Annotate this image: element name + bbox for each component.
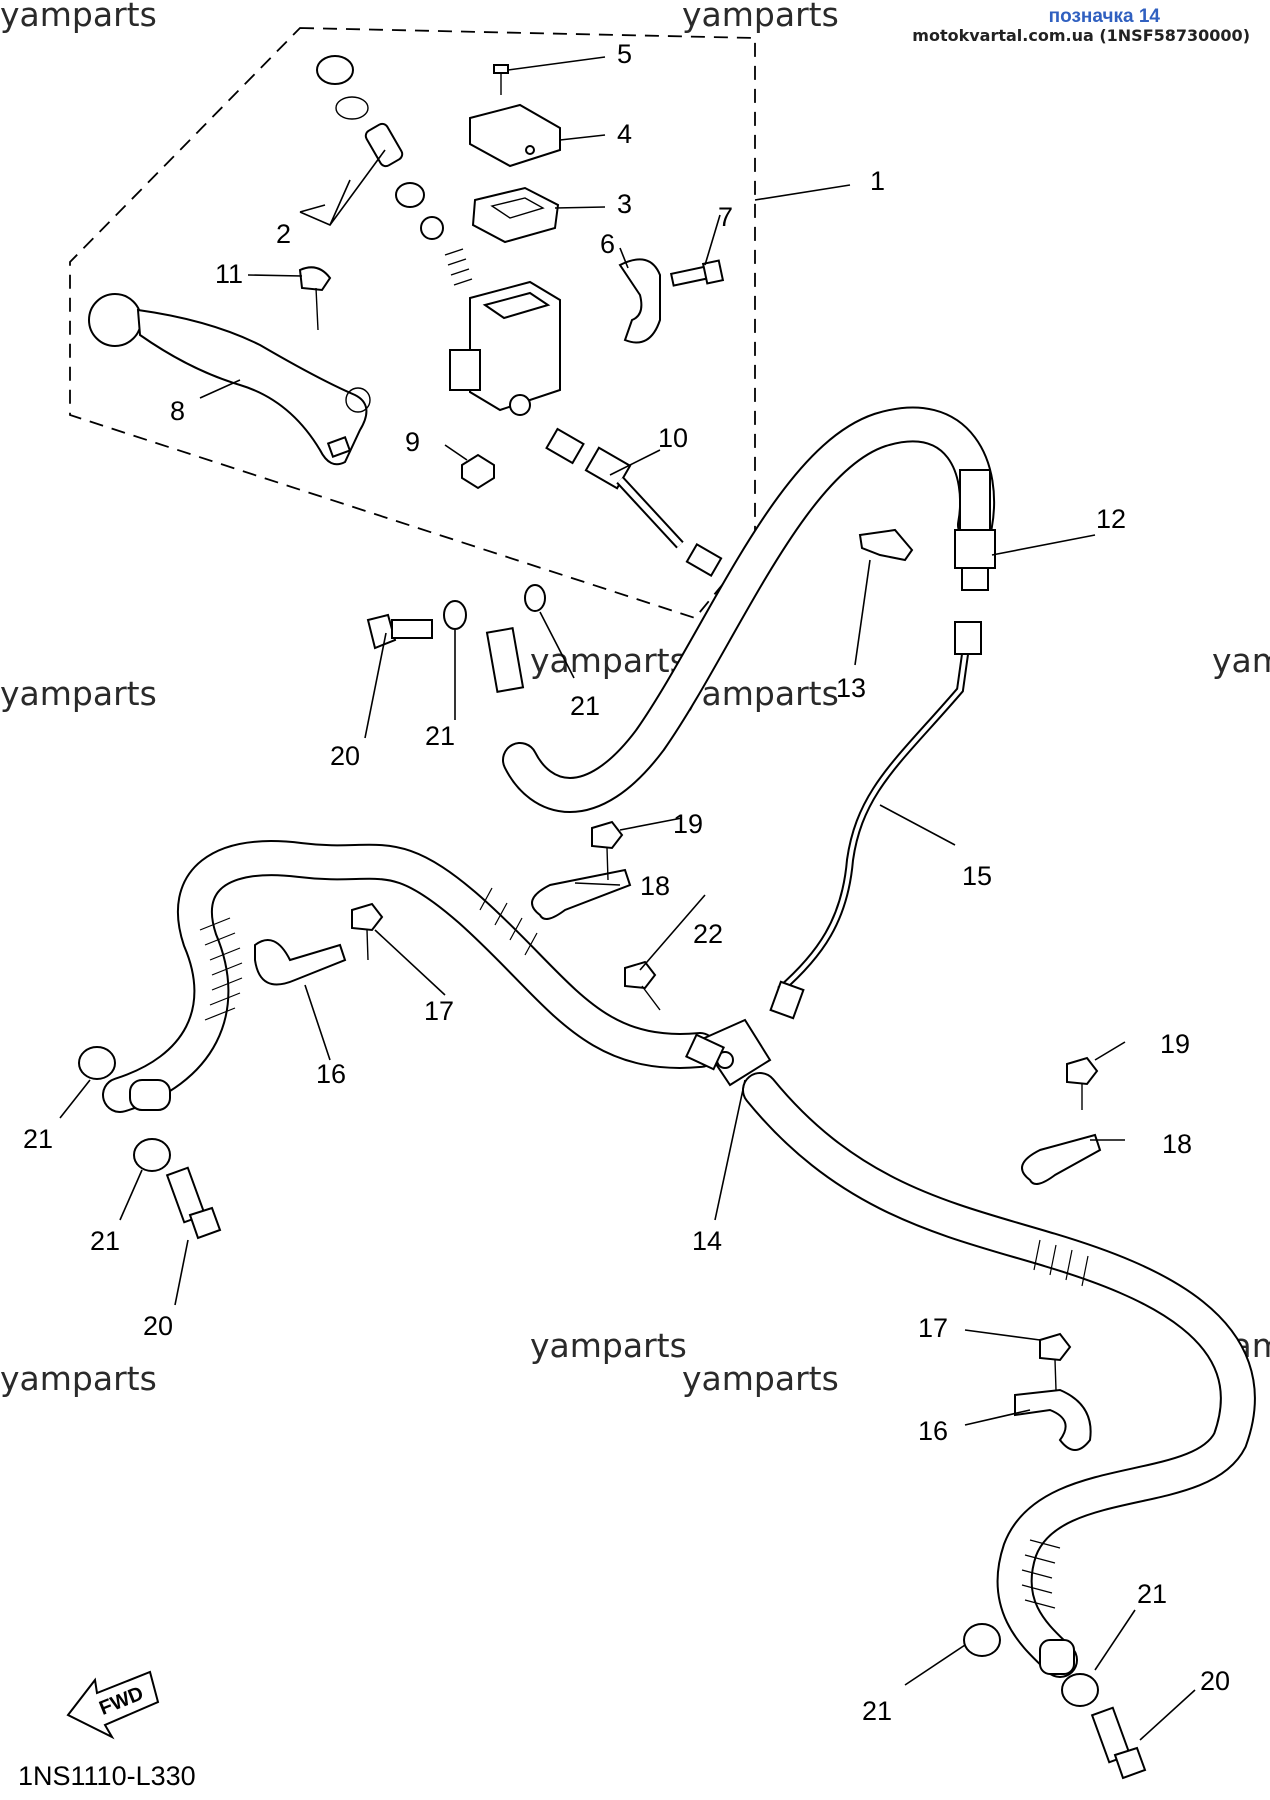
- piston-kit: [316, 55, 473, 286]
- hose-holder: [858, 528, 914, 562]
- callout-6: 6: [600, 229, 615, 259]
- callout-9: 9: [405, 427, 420, 457]
- watermark: yamparts: [530, 1326, 687, 1365]
- copper-washer: [963, 1623, 1001, 1657]
- callout-21: 21: [23, 1124, 53, 1154]
- callout-8: 8: [170, 396, 185, 426]
- reservoir-cap: [469, 103, 561, 168]
- diagram-code: 1NS1110-L330: [18, 1761, 196, 1791]
- callout-21: 21: [90, 1226, 120, 1256]
- master-cylinder-assembly-outline: [69, 27, 756, 620]
- hose-banjo-end: [1039, 1639, 1075, 1675]
- holder: [618, 258, 661, 344]
- pipe-flare-nut: [769, 980, 805, 1020]
- union-bolt: [165, 1166, 222, 1240]
- callout-21: 21: [862, 1696, 892, 1726]
- watermark: yamparts: [0, 1359, 157, 1398]
- callout-18: 18: [640, 871, 670, 901]
- three-way-joint: [685, 1018, 772, 1087]
- callout-21: 21: [425, 721, 455, 751]
- brake-pipe: [769, 621, 982, 1020]
- pipe-flare-nut: [954, 621, 982, 655]
- callout-16: 16: [316, 1059, 346, 1089]
- hose-clamp: [254, 939, 347, 986]
- watermark: yamparts: [682, 0, 839, 34]
- callout-7: 7: [718, 202, 733, 232]
- master-cylinder-body: [449, 280, 561, 416]
- hose-banjo-end: [129, 1079, 171, 1111]
- fwd-arrow-icon: FWD: [66, 1670, 160, 1740]
- hose-fitting: [959, 469, 991, 531]
- callout-20: 20: [1200, 1666, 1230, 1696]
- callout-11: 11: [215, 259, 243, 289]
- upper-brake-hose: [485, 406, 996, 813]
- callout-14: 14: [692, 1226, 722, 1256]
- callout-18: 18: [1162, 1129, 1192, 1159]
- brake-lever: [88, 293, 371, 466]
- watermark: yamparts: [682, 674, 839, 713]
- callout-13: 13: [836, 673, 866, 703]
- watermark: yamparts: [530, 641, 687, 680]
- watermark: yamparts: [1212, 641, 1270, 680]
- callout-16: 16: [918, 1416, 948, 1446]
- lever-bolt: [298, 266, 332, 331]
- holder-bolt: [669, 259, 725, 287]
- callout-19: 19: [673, 809, 703, 839]
- callout-21: 21: [570, 691, 600, 721]
- watermark: yamparts: [0, 674, 157, 713]
- callout-20: 20: [330, 741, 360, 771]
- copper-washer: [443, 600, 467, 630]
- callout-2: 2: [276, 219, 291, 249]
- screw: [591, 820, 624, 881]
- header-source: motokvartal.com.ua (1NSF58730000): [912, 26, 1250, 45]
- hose-nut: [961, 567, 989, 591]
- callout-17: 17: [918, 1313, 948, 1343]
- copper-washer: [524, 584, 546, 612]
- watermark: yamparts: [0, 0, 157, 34]
- hose-guide: [531, 868, 632, 920]
- nut: [461, 453, 495, 490]
- cap-screw: [493, 64, 509, 95]
- hose-joint: [954, 529, 996, 569]
- hose-clamp: [1014, 1388, 1092, 1451]
- screw: [1039, 1332, 1072, 1391]
- callout-5: 5: [617, 39, 632, 69]
- copper-washer: [133, 1138, 171, 1172]
- copper-washer: [78, 1046, 116, 1080]
- callout-17: 17: [424, 996, 454, 1026]
- callout-12: 12: [1096, 504, 1126, 534]
- watermark: yamparts: [682, 1359, 839, 1398]
- lower-brake-hose: [102, 840, 1256, 1678]
- callout-21: 21: [1137, 1579, 1167, 1609]
- screw: [351, 902, 384, 961]
- watermarks: yamparts yamparts yamparts yamparts yamp…: [0, 0, 1270, 1398]
- union-bolt: [1090, 1706, 1147, 1780]
- callout-22: 22: [693, 919, 723, 949]
- union-bolt: [366, 613, 433, 650]
- callout-10: 10: [658, 423, 688, 453]
- bolt: [624, 960, 661, 1011]
- callout-15: 15: [962, 861, 992, 891]
- leader-lines: [59, 56, 1196, 1741]
- callout-numbers: 1 2 3 4 5 6 7 8 9 10 11 12 13 14 15 16 1…: [23, 39, 1230, 1726]
- callout-1: 1: [870, 166, 885, 196]
- callout-20: 20: [143, 1311, 173, 1341]
- callout-4: 4: [617, 119, 632, 149]
- header-label: позначка 14: [1048, 6, 1160, 27]
- hose-guide: [1021, 1133, 1102, 1185]
- hose-fitting: [485, 627, 525, 693]
- callout-3: 3: [617, 189, 632, 219]
- screw: [1066, 1056, 1099, 1110]
- copper-washer: [1061, 1673, 1099, 1707]
- callout-19: 19: [1160, 1029, 1190, 1059]
- brake-light-switch: [545, 427, 723, 578]
- reservoir-diaphragm: [471, 186, 560, 244]
